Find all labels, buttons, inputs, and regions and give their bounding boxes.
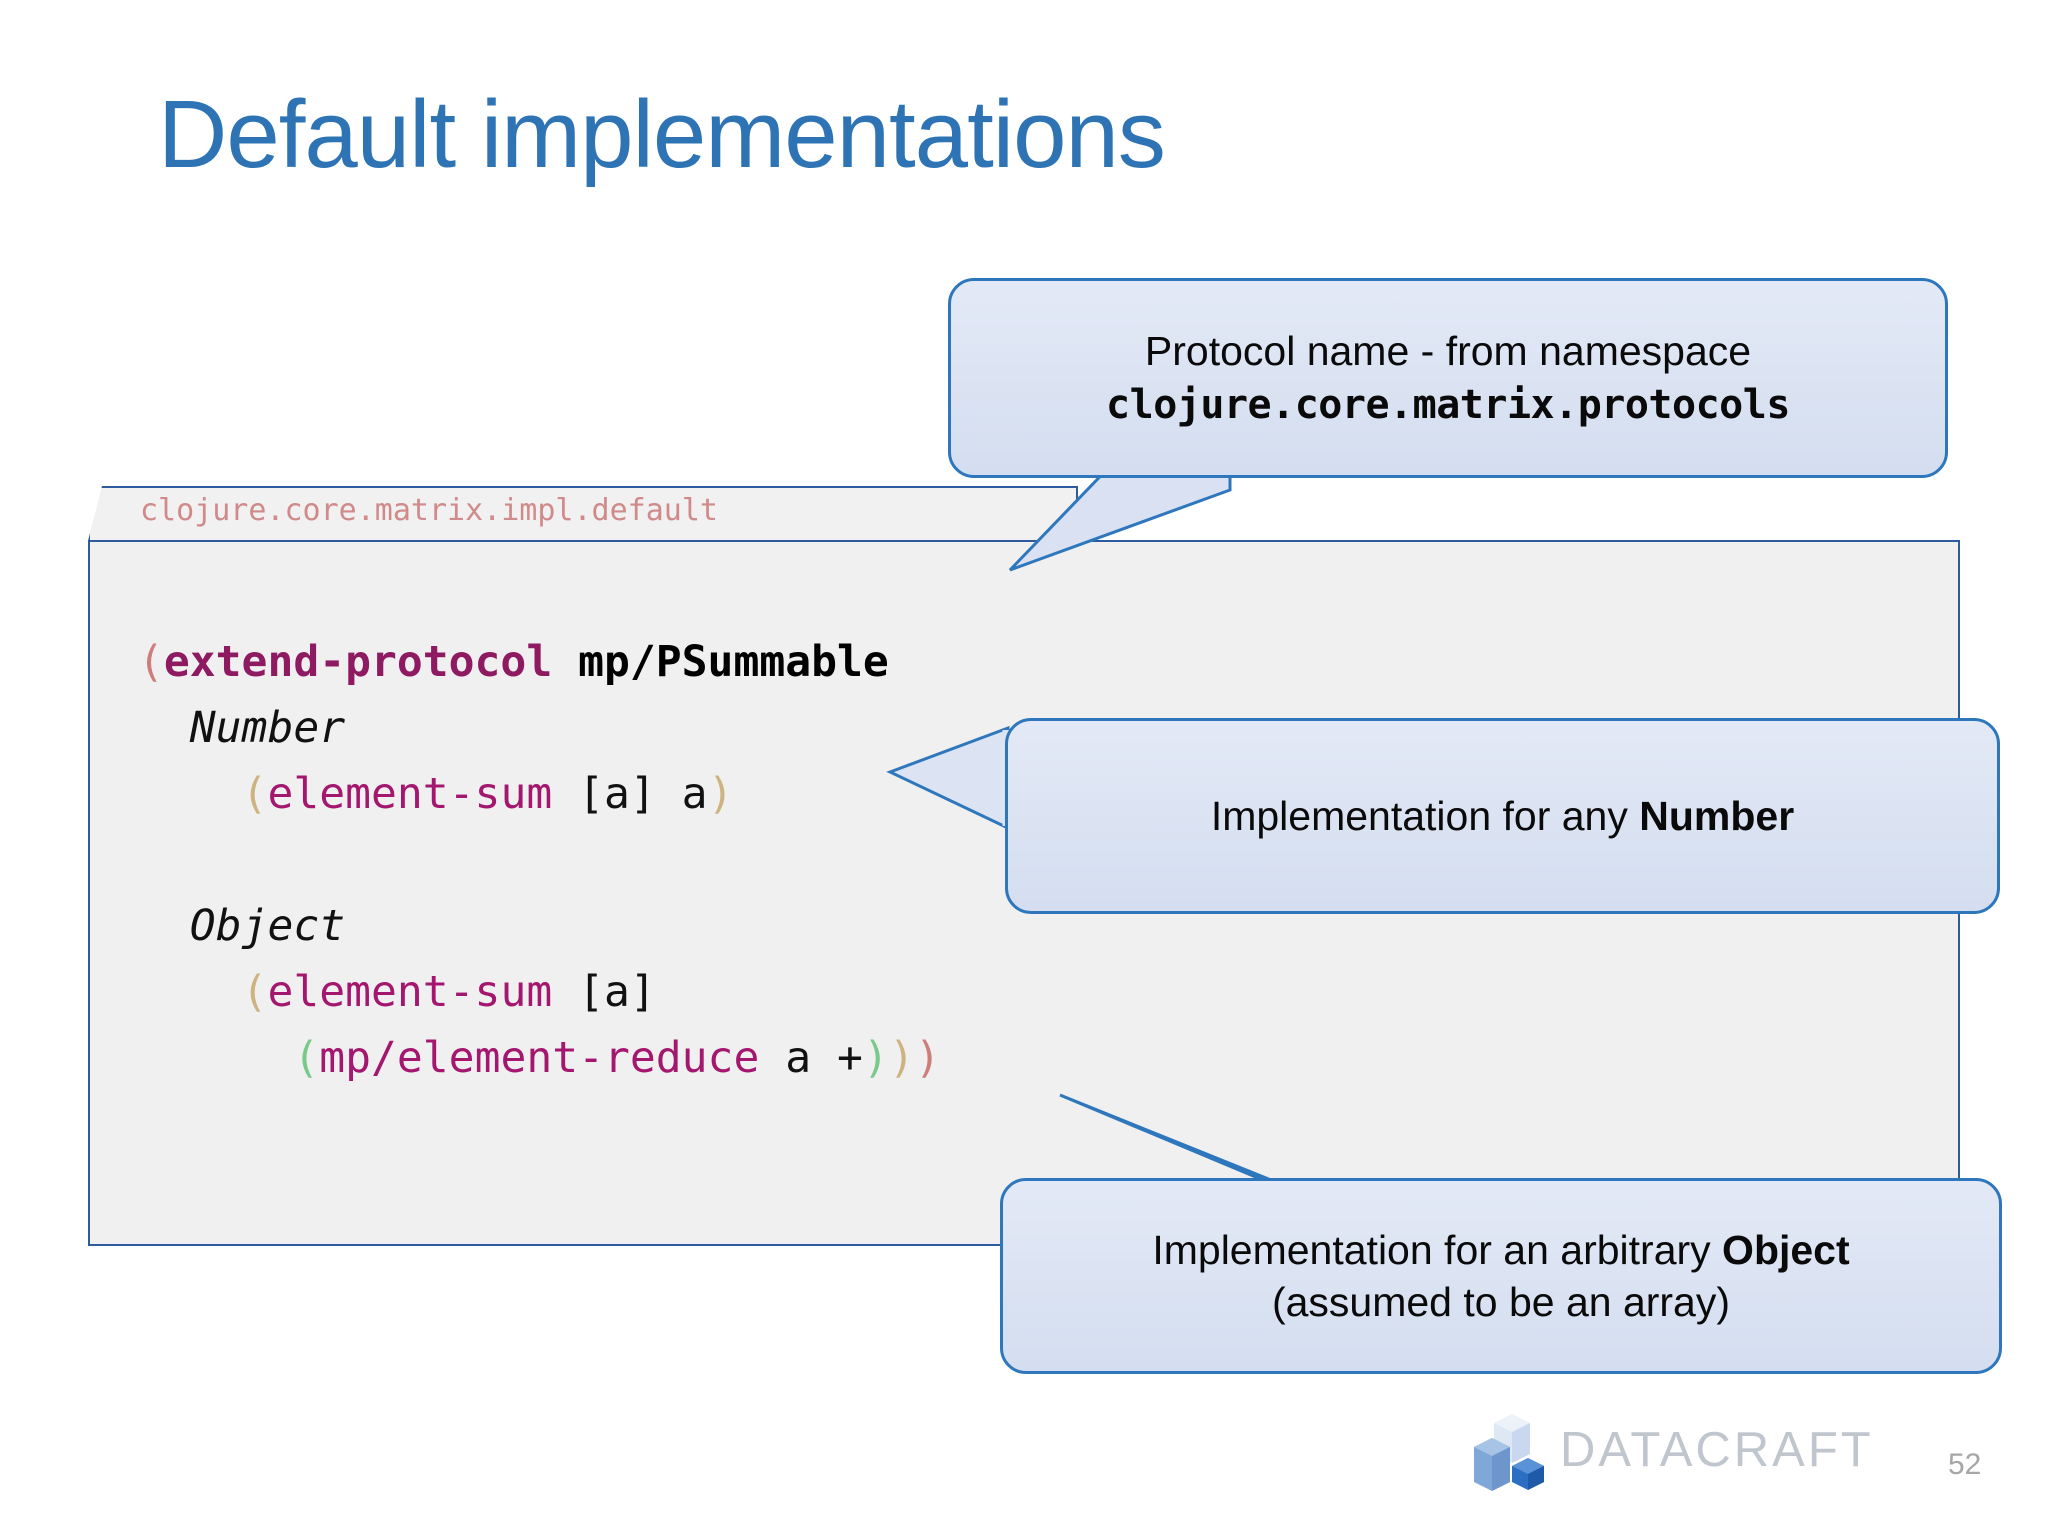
callout-protocol-line1: Protocol name - from namespace (1144, 328, 1752, 375)
callout-number-bold: Number (1639, 792, 1795, 839)
code-token: ) (862, 1033, 889, 1083)
code-token: ( (241, 967, 268, 1017)
code-tab (88, 486, 1078, 541)
code-token: element-sum (267, 967, 553, 1017)
callout-object-line1-prefix: Implementation for an arbitrary (1152, 1226, 1723, 1273)
code-tab-label: clojure.core.matrix.impl.default (140, 493, 718, 528)
code-token (138, 901, 190, 951)
footer-logo: DATACRAFT (1468, 1408, 1871, 1498)
code-token: extend-protocol (163, 637, 553, 687)
callout-number-prefix: Implementation for any (1210, 792, 1640, 839)
code-token: Object (189, 901, 346, 951)
code-token: [a] a (552, 769, 708, 819)
code-token: a + (759, 1033, 863, 1083)
code-token (138, 769, 242, 819)
code-token: ( (293, 1033, 320, 1083)
code-listing: (extend-protocol mp/PSummable Number (el… (138, 629, 941, 1091)
code-token: ) (888, 1033, 915, 1083)
code-token (138, 1033, 293, 1083)
callout-number: Implementation for any Number (1005, 718, 2000, 914)
code-token: mp/element-reduce (319, 1033, 760, 1083)
code-token: ( (241, 769, 268, 819)
datacraft-cubes-icon (1474, 1414, 1544, 1491)
code-token (138, 703, 190, 753)
code-token: ) (707, 769, 734, 819)
callout-protocol: Protocol name - from namespace clojure.c… (948, 278, 1948, 478)
page-title: Default implementations (158, 81, 1166, 188)
code-token (552, 637, 578, 687)
code-token: [a] (552, 967, 656, 1017)
code-token: ( (138, 637, 164, 687)
callout-object-line2: (assumed to be an array) (1271, 1279, 1731, 1325)
code-token: ) (914, 1033, 941, 1083)
callout-object-line1-bold: Object (1722, 1226, 1850, 1273)
code-token: Number (189, 703, 346, 753)
page-number: 52 (1948, 1448, 1982, 1481)
logo-wordmark: DATACRAFT (1560, 1423, 1874, 1477)
callout-object: Implementation for an arbitrary Object (… (1000, 1178, 2002, 1374)
code-token: mp/PSummable (578, 637, 889, 687)
code-token: element-sum (267, 769, 553, 819)
code-token (138, 967, 242, 1017)
callout-protocol-line2: clojure.core.matrix.protocols (1106, 381, 1790, 428)
